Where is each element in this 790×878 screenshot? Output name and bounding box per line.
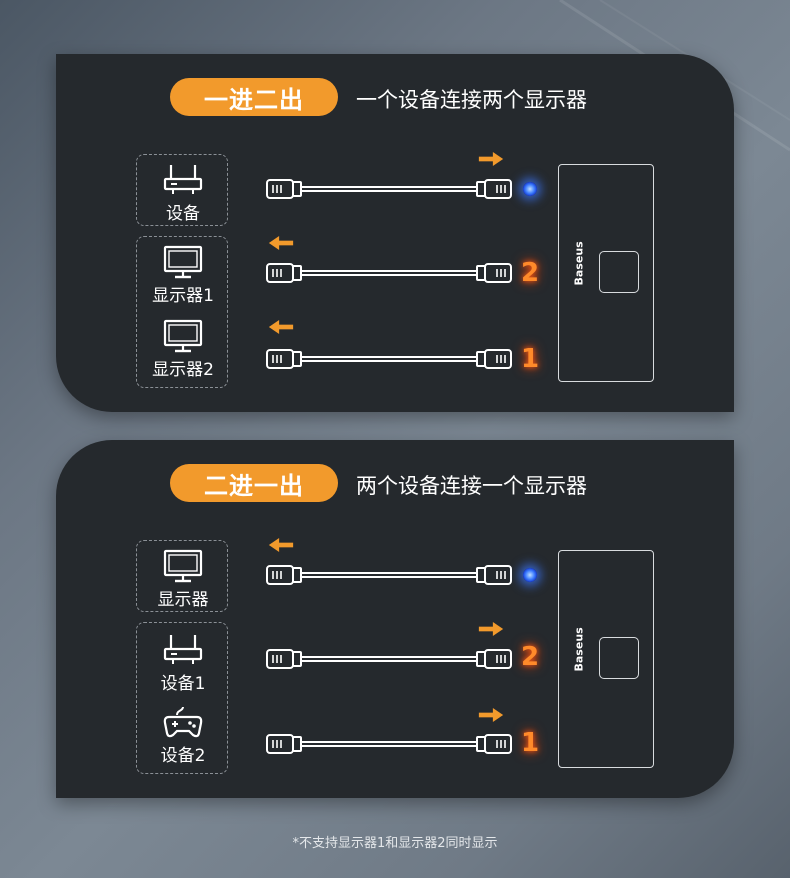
arrow-right-icon [478, 152, 504, 166]
port-number: 1 [520, 344, 540, 374]
monitor-icon [163, 549, 203, 583]
gamepad-icon [163, 705, 203, 738]
monitor-icon [163, 319, 203, 353]
port-number: 2 [520, 258, 540, 288]
device-group-display: 显示器 [136, 540, 228, 612]
device-group-displays: 显示器1 显示器2 [136, 236, 228, 388]
brand-logo: Baseus [572, 241, 586, 286]
device-label: 显示器2 [152, 360, 214, 380]
device-router: 设备 [137, 163, 229, 224]
one-in-two-out-panel: 一进二出 一个设备连接两个显示器 设备 显示器1 显示器2 2 1 Baseus [56, 54, 734, 412]
status-led [523, 182, 537, 196]
device-gamepad: 设备2 [137, 705, 229, 766]
footnote: *不支持显示器1和显示器2同时显示 [292, 836, 498, 851]
panel-heading: 两个设备连接一个显示器 [356, 474, 587, 498]
device-label: 设备2 [160, 746, 206, 766]
device-label: 设备1 [160, 674, 206, 694]
mode-badge: 二进一出 [170, 464, 338, 502]
arrow-left-icon [268, 320, 294, 334]
device-group-sources: 设备1 设备2 [136, 622, 228, 774]
device-monitor-1: 显示器1 [137, 245, 229, 306]
hdmi-switch-device: Baseus [558, 550, 654, 768]
panel-heading: 一个设备连接两个显示器 [356, 88, 587, 112]
device-label: 显示器1 [152, 286, 214, 306]
device-group-source: 设备 [136, 154, 228, 226]
device-monitor: 显示器 [137, 549, 229, 610]
device-label: 显示器 [157, 590, 209, 610]
hdmi-cable-icon [266, 565, 512, 585]
port-number: 2 [520, 642, 540, 672]
monitor-icon [163, 245, 203, 279]
hdmi-cable-icon [266, 179, 512, 199]
hdmi-cable-icon [266, 649, 512, 669]
switch-button [599, 251, 639, 293]
arrow-left-icon [268, 236, 294, 250]
hdmi-cable-icon [266, 349, 512, 369]
two-in-one-out-panel: 二进一出 两个设备连接一个显示器 显示器 设备1 设备2 2 1 Baseus [56, 440, 734, 798]
router-icon [163, 163, 203, 196]
mode-badge: 一进二出 [170, 78, 338, 116]
port-number: 1 [520, 728, 540, 758]
arrow-right-icon [478, 708, 504, 722]
device-label: 设备 [166, 204, 200, 224]
status-led [523, 568, 537, 582]
arrow-right-icon [478, 622, 504, 636]
hdmi-cable-icon [266, 734, 512, 754]
brand-logo: Baseus [572, 627, 586, 672]
device-monitor-2: 显示器2 [137, 319, 229, 380]
switch-button [599, 637, 639, 679]
router-icon [163, 633, 203, 666]
device-router: 设备1 [137, 633, 229, 694]
hdmi-cable-icon [266, 263, 512, 283]
hdmi-switch-device: Baseus [558, 164, 654, 382]
arrow-left-icon [268, 538, 294, 552]
